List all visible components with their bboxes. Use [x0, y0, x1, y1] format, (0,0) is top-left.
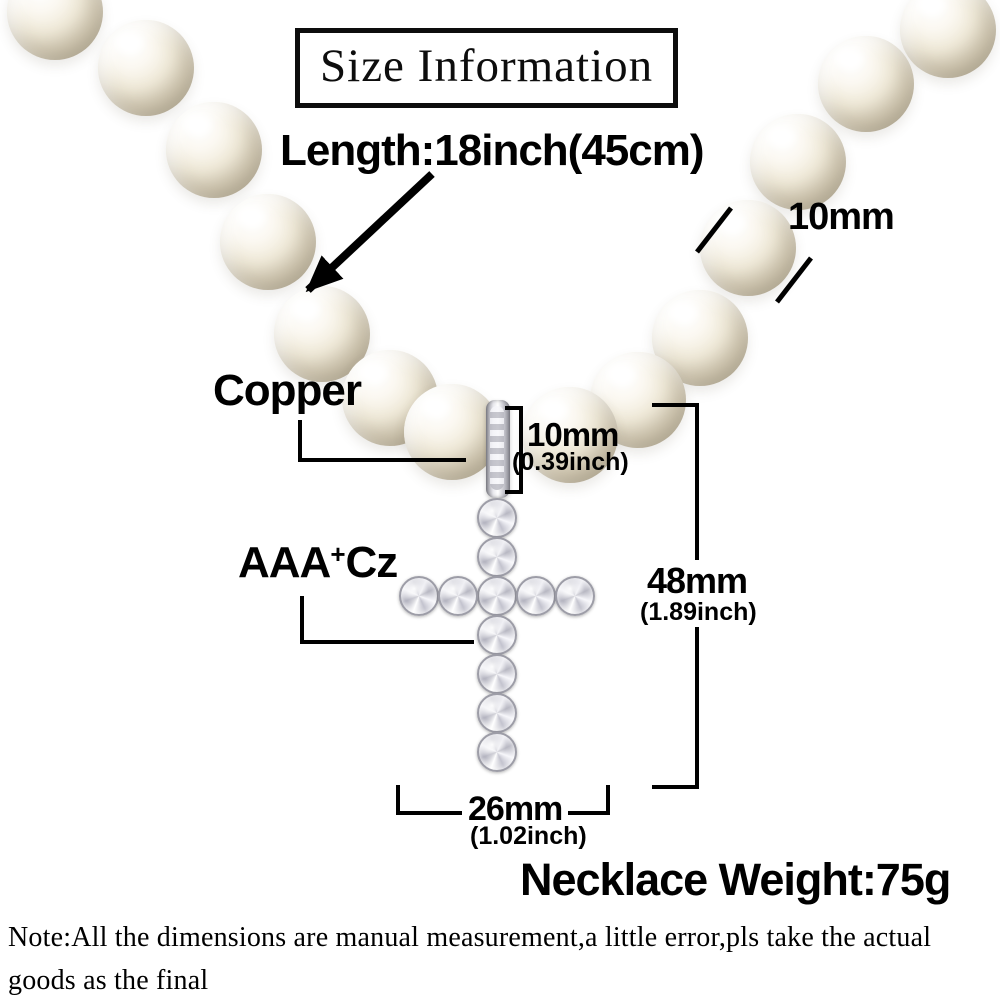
cz-stone — [438, 576, 478, 616]
length-arrow — [305, 171, 435, 293]
cz-stone — [477, 654, 517, 694]
cz-bracket — [300, 596, 474, 644]
pendant-height-label: 48mm — [644, 560, 751, 602]
length-label: Length:18inch(45cm) — [280, 126, 705, 175]
pearl-size-tick-left — [695, 206, 733, 254]
pearl — [404, 384, 500, 480]
bail-bracket — [505, 406, 523, 494]
bail-width-label: 10mm — [527, 416, 619, 453]
stone-quality-sup: + — [330, 539, 346, 569]
bail-width-inch-label: (0.39inch) — [512, 448, 629, 476]
pendant-bail — [486, 400, 510, 498]
cz-stone — [477, 732, 517, 772]
copper-bracket — [298, 420, 466, 462]
pearl — [522, 387, 618, 483]
pearl — [220, 194, 316, 290]
size-information-title: Size Information — [295, 28, 679, 108]
pearl-size-tick-right — [775, 256, 813, 304]
cz-stone — [477, 537, 517, 577]
pearl — [750, 114, 846, 210]
pendant-width-inch-label: (1.02inch) — [466, 822, 591, 851]
cz-stone — [516, 576, 556, 616]
cz-stone — [477, 693, 517, 733]
pearl — [166, 102, 262, 198]
necklace-weight-label: Necklace Weight:75g — [520, 854, 951, 905]
pearl — [818, 36, 914, 132]
cz-stone — [555, 576, 595, 616]
pendant-height-inch-label: (1.89inch) — [638, 598, 759, 627]
pearl-diameter-label: 10mm — [788, 196, 895, 238]
stone-quality-label: AAA+Cz — [238, 538, 399, 588]
note-text: Note:All the dimensions are manual measu… — [8, 922, 932, 997]
copper-material-label: Copper — [213, 366, 362, 415]
pearl — [700, 200, 796, 296]
pearl — [900, 0, 996, 78]
cz-stone — [477, 498, 517, 538]
pearl — [98, 20, 194, 116]
stone-quality-suffix: Cz — [345, 538, 399, 587]
cz-stone — [399, 576, 439, 616]
stone-quality-prefix: AAA — [238, 538, 331, 587]
